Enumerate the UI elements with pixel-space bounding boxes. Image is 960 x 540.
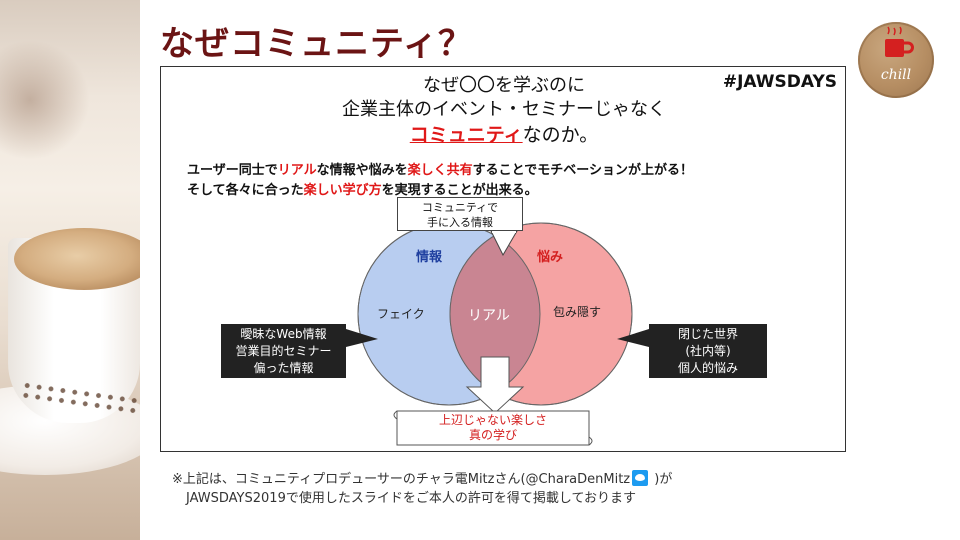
worry-label: 悩み — [537, 250, 564, 265]
info-label: 情報 — [416, 250, 443, 265]
coffee-photo — [0, 0, 140, 540]
body-line-2: そして各々に合った楽しい学び方を実現することが出来る。 — [187, 183, 538, 198]
footnote-line2: JAWSDAYS2019で使用したスライドをご本人の許可を得て掲載しております — [186, 491, 637, 506]
slide-heading-line2: 企業主体のイベント・セミナーじゃなく — [342, 99, 666, 120]
scroll-text: 上辺じゃない楽しさ 真の学び — [438, 413, 547, 442]
coffee-cup-icon — [885, 26, 914, 57]
logo-text: chill — [880, 67, 912, 83]
hide-text: 包み隠す — [553, 305, 602, 319]
heading-suffix: なのか。 — [522, 124, 599, 146]
body-line-1: ユーザー同士でリアルな情報や悩みを楽しく共有することでモチベーションが上がる！ — [187, 163, 694, 178]
footnote-line1: ※上記は、コミュニティプロデューサーのチャラ電Mitzさん(@CharaDenM… — [172, 470, 673, 487]
down-arrow — [465, 356, 525, 414]
right-black-box: 閉じた世界 (社内等) 個人的悩み — [649, 324, 767, 378]
hashtag: #JAWSDAYS — [722, 72, 837, 92]
venn-diagram — [346, 222, 649, 446]
chill-logo: chill — [858, 22, 934, 98]
embedded-slide: なぜ〇〇を学ぶのに 企業主体のイベント・セミナーじゃなく コミュニティなのか。 … — [160, 66, 846, 452]
callout-community-info: コミュニティで 手に入る情報 — [397, 197, 523, 231]
real-text: リアル — [468, 308, 510, 324]
footnote: ※上記は、コミュニティプロデューサーのチャラ電Mitzさん(@CharaDenM… — [172, 470, 672, 508]
slide-heading-line1: なぜ〇〇を学ぶのに — [423, 75, 585, 96]
fake-text: フェイク — [377, 307, 425, 321]
slide-heading-line3: コミュニティなのか。 — [161, 120, 847, 147]
community-highlight: コミュニティ — [409, 124, 523, 146]
twitter-icon — [632, 470, 649, 486]
left-black-box: 曖昧なWeb情報 営業目的セミナー 偏った情報 — [221, 324, 346, 378]
page-title: なぜコミュニティ？ — [160, 24, 473, 64]
